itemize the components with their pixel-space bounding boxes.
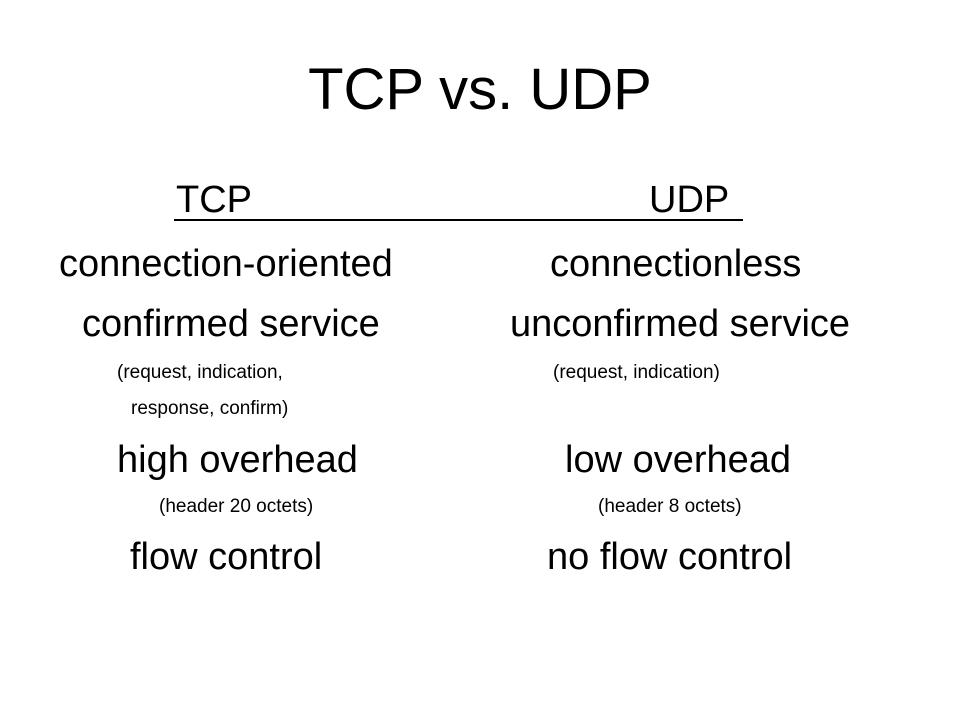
tcp-service: confirmed service [82, 303, 380, 345]
tcp-flow-control: flow control [130, 536, 323, 578]
udp-service-note: (request, indication) [553, 362, 720, 383]
tcp-connection: connection-oriented [59, 243, 393, 285]
slide-title: TCP vs. UDP [308, 57, 652, 122]
udp-overhead-note: (header 8 octets) [598, 496, 742, 517]
tcp-service-note-line-1: (request, indication, [117, 362, 283, 383]
udp-connection: connectionless [550, 243, 802, 285]
heading-underline [174, 219, 743, 221]
tcp-overhead-note: (header 20 octets) [159, 496, 314, 517]
udp-overhead: low overhead [565, 439, 792, 481]
tcp-service-note-line-2: response, confirm) [131, 398, 289, 419]
tcp-heading: TCP [176, 179, 252, 221]
tcp-overhead: high overhead [117, 439, 358, 481]
udp-heading: UDP [649, 179, 730, 221]
udp-flow-control: no flow control [547, 536, 793, 578]
udp-service: unconfirmed service [510, 303, 851, 345]
